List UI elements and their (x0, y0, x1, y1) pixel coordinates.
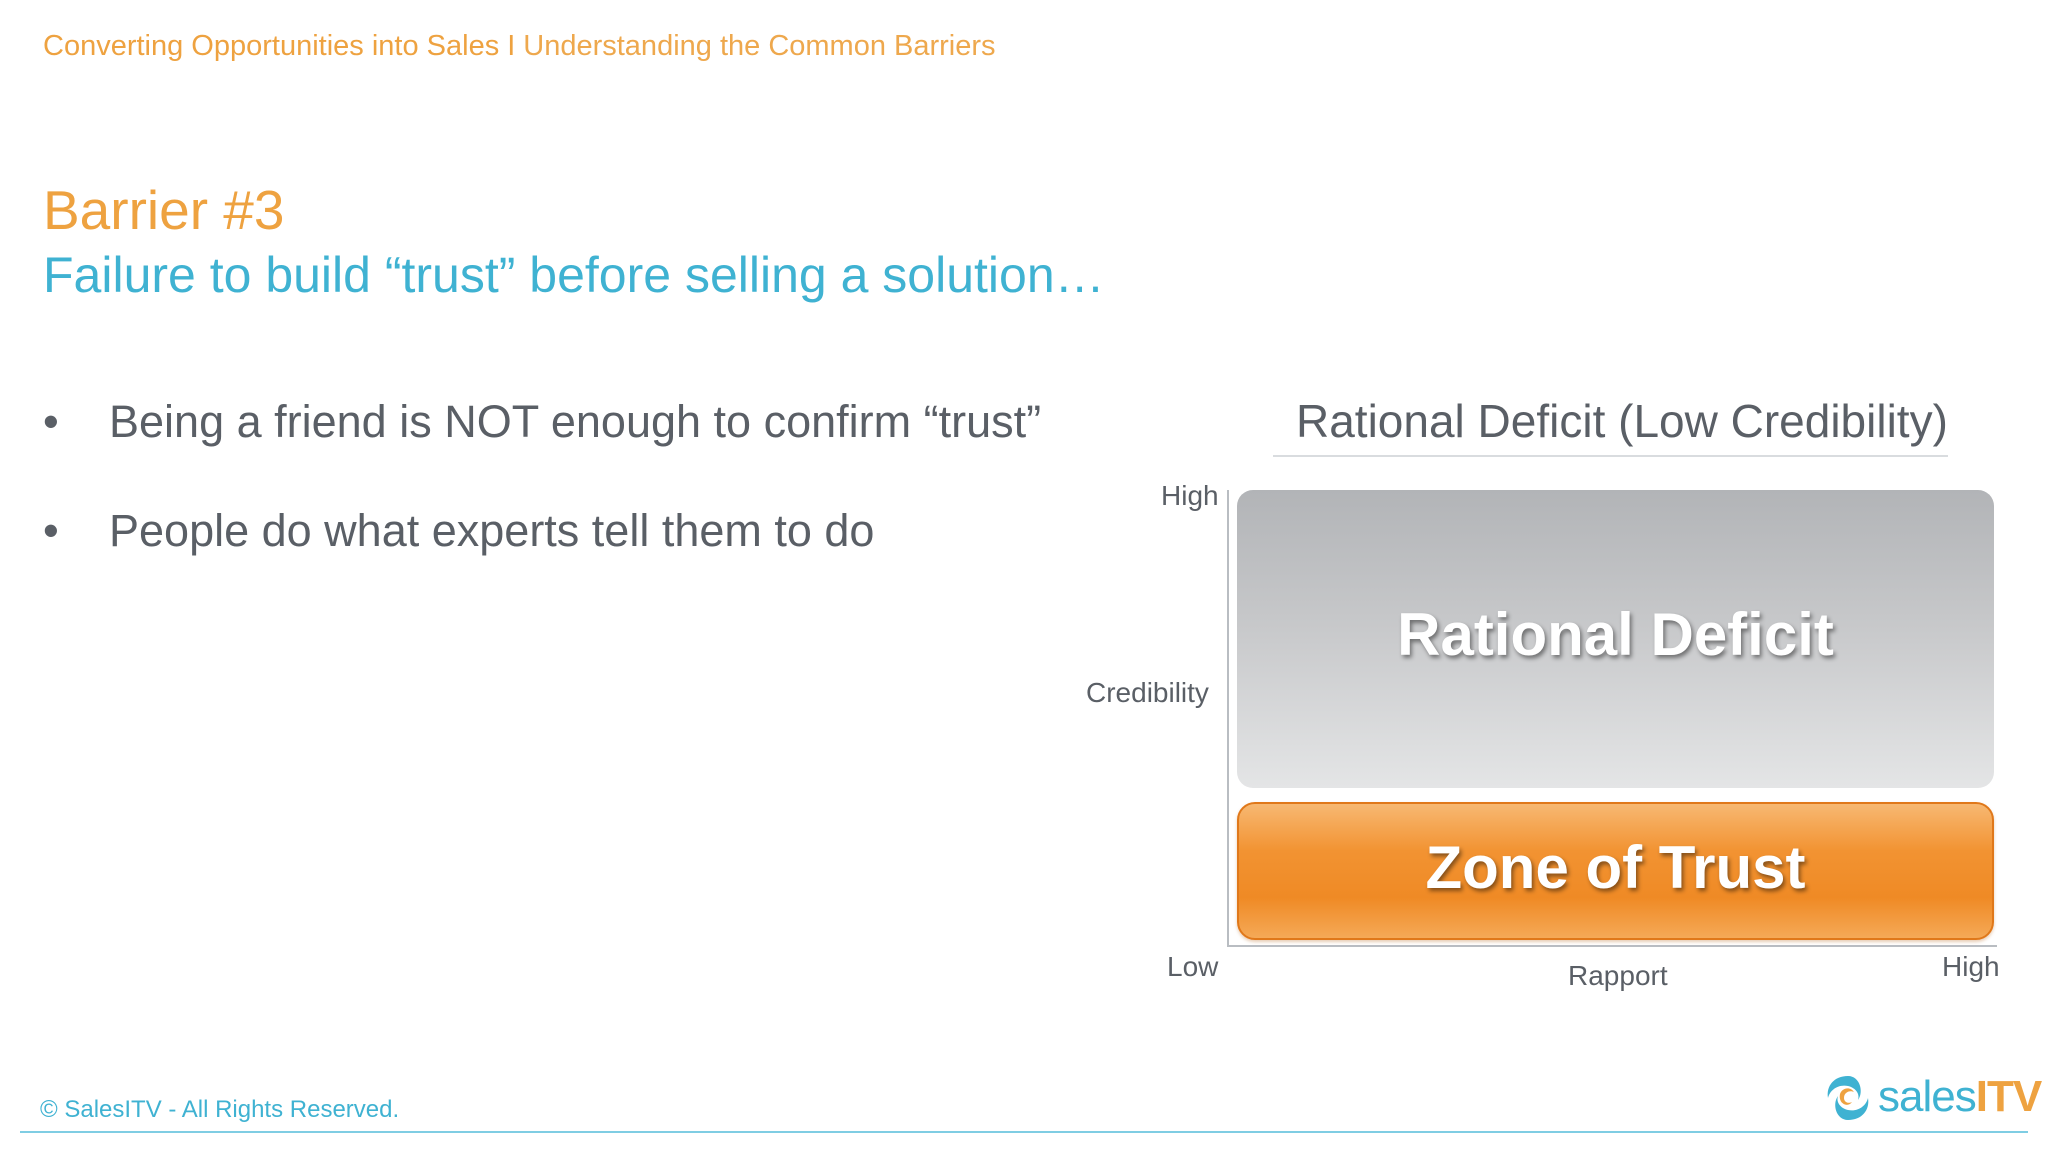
logo-text-main: sales (1878, 1072, 1977, 1121)
bullet-dot: • (43, 505, 59, 556)
x-axis-line (1227, 945, 1997, 947)
diagram-title-underline (1273, 455, 1948, 457)
x-axis-high-label: High (1942, 951, 2000, 982)
zone-of-trust-label: Zone of Trust (1425, 834, 1806, 901)
header-title: Converting Opportunities into Sales (43, 30, 500, 62)
bullet-item: • People do what experts tell them to do (43, 505, 874, 557)
bullet-text: Being a friend is NOT enough to confirm … (109, 396, 1042, 447)
diagram-title: Rational Deficit (Low Credibility) (1296, 395, 1948, 447)
bullet-dot: • (43, 396, 59, 447)
header-subtitle: Understanding the Common Barriers (523, 30, 996, 62)
footer-copyright: © SalesITV - All Rights Reserved. (40, 1096, 400, 1123)
bullet-item: • Being a friend is NOT enough to confirm… (43, 396, 1041, 448)
header-separator: I (507, 30, 516, 62)
slide-subtitle: Failure to build “trust” before selling … (43, 247, 1105, 303)
swirl-logo-icon (1827, 1076, 1869, 1120)
logo-wordmark: salesITV (1878, 1072, 2042, 1122)
zone-of-trust (1237, 802, 1994, 940)
logo-text-accent: ITV (1975, 1072, 2042, 1121)
y-axis-low-label: Low (1167, 951, 1219, 982)
y-axis-high-label: High (1161, 480, 1219, 511)
bullet-text: People do what experts tell them to do (109, 505, 875, 556)
footer-divider (20, 1131, 2028, 1133)
rational-deficit-zone (1237, 490, 1994, 788)
rational-deficit-label: Rational Deficit (1397, 601, 1834, 668)
y-axis-line (1227, 490, 1229, 947)
x-axis-title: Rapport (1568, 960, 1668, 991)
y-axis-title: Credibility (1086, 677, 1209, 708)
slide-title: Barrier #3 (43, 179, 285, 241)
